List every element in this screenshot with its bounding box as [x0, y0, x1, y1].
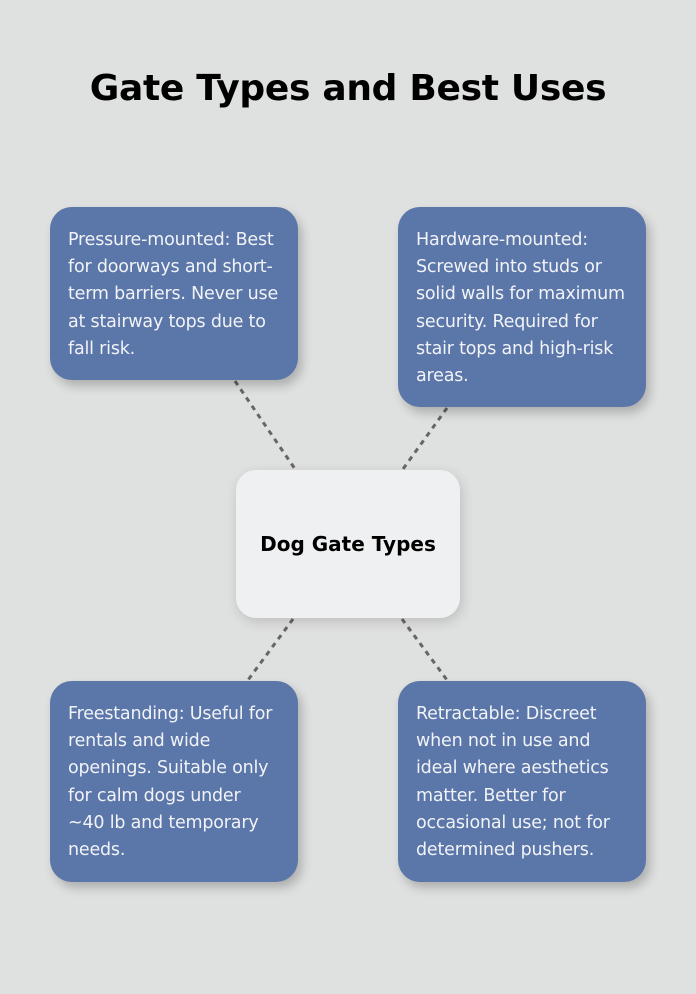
node-freestanding: Freestanding: Useful for rentals and wid…	[50, 681, 298, 882]
center-label: Dog Gate Types	[260, 532, 436, 556]
connector-bottom-right	[400, 618, 449, 681]
page-title: Gate Types and Best Uses	[89, 68, 607, 109]
node-retractable: Retractable: Discreet when not in use an…	[398, 681, 646, 882]
center-node: Dog Gate Types	[236, 470, 460, 618]
node-pressure-mounted: Pressure-mounted: Best for doorways and …	[50, 207, 298, 380]
node-hardware-mounted: Hardware-mounted: Screwed into studs or …	[398, 207, 646, 407]
connector-top-left	[233, 380, 297, 470]
connector-bottom-left	[246, 618, 295, 681]
connector-top-right	[401, 407, 449, 470]
